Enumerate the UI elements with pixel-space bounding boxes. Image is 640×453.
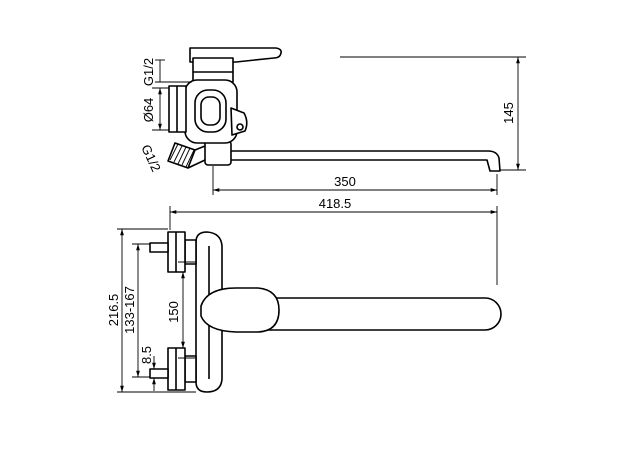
side-cartridge-housing [192,57,234,83]
label-diameter: Ø64 [141,98,156,123]
label-connection-range: 133-167 [122,286,137,334]
side-spout [225,150,501,172]
front-spout [261,297,502,331]
side-view: G1/2 Ø64 G1/2 145 350 418.5 [138,47,526,285]
front-handle [200,287,280,333]
label-thread-top: G1/2 [141,58,156,86]
front-view: 216.5 133-167 150 8.5 [106,228,502,393]
side-diverter-knob [230,107,248,136]
side-spout-base [204,140,232,166]
front-top-pipe [149,242,169,253]
label-thread-bottom: G1/2 [138,142,164,174]
front-top-connector [184,239,197,265]
label-total-height: 216.5 [106,294,121,327]
front-bottom-connector [184,355,197,383]
front-bottom-pipe [149,368,169,379]
label-handle-center: 150 [166,301,181,323]
label-spout-height: 145 [501,102,516,124]
side-body-ring-inner [200,96,221,126]
label-total-length: 418.5 [319,196,352,211]
label-offset: 8.5 [139,346,154,364]
label-spout-reach: 350 [334,174,356,189]
